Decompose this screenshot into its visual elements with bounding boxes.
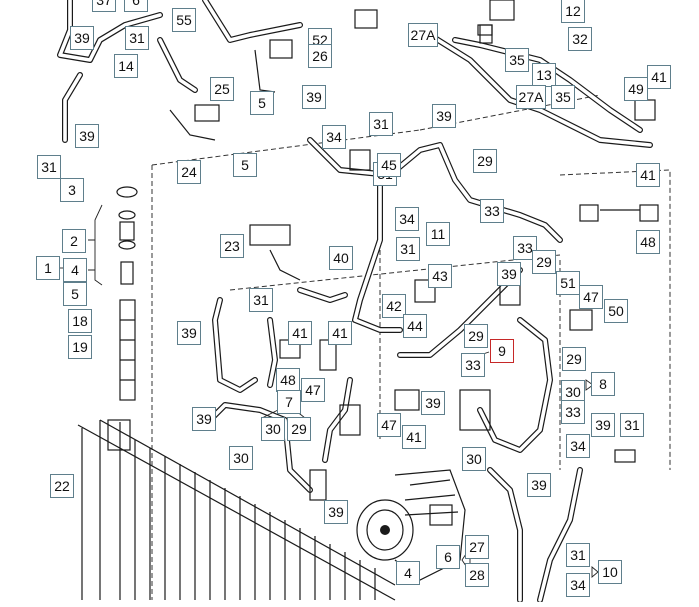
callout-39[interactable]: 39 <box>591 413 615 437</box>
callout-4[interactable]: 4 <box>63 258 87 282</box>
callout-6[interactable]: 6 <box>436 545 460 569</box>
callout-31[interactable]: 31 <box>125 26 149 50</box>
callout-24[interactable]: 24 <box>177 160 201 184</box>
callout-35[interactable]: 35 <box>551 85 575 109</box>
callout-30[interactable]: 30 <box>229 446 253 470</box>
callout-27a[interactable]: 27A <box>408 23 438 47</box>
callout-40[interactable]: 40 <box>329 246 353 270</box>
callout-41[interactable]: 41 <box>636 163 660 187</box>
callout-31[interactable]: 31 <box>620 413 644 437</box>
callout-19[interactable]: 19 <box>68 335 92 359</box>
callout-28[interactable]: 28 <box>465 563 489 587</box>
callout-29[interactable]: 29 <box>473 149 497 173</box>
callout-26[interactable]: 26 <box>308 44 332 68</box>
callout-23[interactable]: 23 <box>220 234 244 258</box>
callout-39[interactable]: 39 <box>324 500 348 524</box>
callout-43[interactable]: 43 <box>428 264 452 288</box>
callout-47[interactable]: 47 <box>377 413 401 437</box>
callout-44[interactable]: 44 <box>403 314 427 338</box>
callout-39[interactable]: 39 <box>497 262 521 286</box>
callout-49[interactable]: 49 <box>624 77 648 101</box>
callout-8[interactable]: 8 <box>591 372 615 396</box>
callout-1[interactable]: 1 <box>36 256 60 280</box>
callout-5[interactable]: 5 <box>63 282 87 306</box>
callout-13[interactable]: 13 <box>532 63 556 87</box>
callout-29[interactable]: 29 <box>532 250 556 274</box>
callout-5[interactable]: 5 <box>233 153 257 177</box>
callout-41[interactable]: 41 <box>647 65 671 89</box>
callout-29[interactable]: 29 <box>287 417 311 441</box>
callout-34[interactable]: 34 <box>566 573 590 597</box>
callout-30[interactable]: 30 <box>261 417 285 441</box>
callout-35[interactable]: 35 <box>505 48 529 72</box>
callout-39[interactable]: 39 <box>432 104 456 128</box>
callout-39[interactable]: 39 <box>177 321 201 345</box>
callout-39[interactable]: 39 <box>70 26 94 50</box>
callout-2[interactable]: 2 <box>62 229 86 253</box>
callout-45[interactable]: 45 <box>377 153 401 177</box>
callout-39[interactable]: 39 <box>302 85 326 109</box>
callout-11[interactable]: 11 <box>426 222 450 246</box>
callout-41[interactable]: 41 <box>288 321 312 345</box>
callout-32[interactable]: 32 <box>568 27 592 51</box>
callout-27[interactable]: 27 <box>465 535 489 559</box>
callout-10[interactable]: 10 <box>598 560 622 584</box>
callout-12[interactable]: 12 <box>561 0 585 23</box>
callout-39[interactable]: 39 <box>192 407 216 431</box>
callout-30[interactable]: 30 <box>462 447 486 471</box>
callout-34[interactable]: 34 <box>566 434 590 458</box>
callout-27a[interactable]: 27A <box>516 85 546 109</box>
callout-55[interactable]: 55 <box>172 8 196 32</box>
callout-42[interactable]: 42 <box>382 294 406 318</box>
callout-33[interactable]: 33 <box>480 199 504 223</box>
callout-48[interactable]: 48 <box>276 368 300 392</box>
callout-41[interactable]: 41 <box>328 321 352 345</box>
callout-33[interactable]: 33 <box>561 400 585 424</box>
callout-7[interactable]: 7 <box>277 390 301 414</box>
callout-48[interactable]: 48 <box>636 230 660 254</box>
callout-9[interactable]: 9 <box>490 339 514 363</box>
callout-47[interactable]: 47 <box>301 378 325 402</box>
callout-4[interactable]: 4 <box>396 561 420 585</box>
callout-39[interactable]: 39 <box>75 124 99 148</box>
callout-31[interactable]: 31 <box>37 155 61 179</box>
callout-29[interactable]: 29 <box>562 347 586 371</box>
callout-39[interactable]: 39 <box>527 473 551 497</box>
callout-31[interactable]: 31 <box>566 543 590 567</box>
callout-31[interactable]: 31 <box>396 237 420 261</box>
callout-22[interactable]: 22 <box>50 474 74 498</box>
callout-31[interactable]: 31 <box>249 288 273 312</box>
callout-51[interactable]: 51 <box>556 271 580 295</box>
callout-6[interactable]: 6 <box>124 0 148 12</box>
callout-34[interactable]: 34 <box>395 207 419 231</box>
callout-34[interactable]: 34 <box>322 125 346 149</box>
callout-5[interactable]: 5 <box>250 91 274 115</box>
callout-25[interactable]: 25 <box>210 77 234 101</box>
callout-37[interactable]: 37 <box>92 0 116 12</box>
callout-29[interactable]: 29 <box>464 324 488 348</box>
callout-14[interactable]: 14 <box>114 54 138 78</box>
callout-33[interactable]: 33 <box>461 353 485 377</box>
callout-18[interactable]: 18 <box>68 309 92 333</box>
callout-31[interactable]: 31 <box>369 112 393 136</box>
callout-47[interactable]: 47 <box>579 285 603 309</box>
callout-39[interactable]: 39 <box>421 391 445 415</box>
callout-3[interactable]: 3 <box>60 178 84 202</box>
callout-50[interactable]: 50 <box>604 299 628 323</box>
callout-41[interactable]: 41 <box>402 425 426 449</box>
